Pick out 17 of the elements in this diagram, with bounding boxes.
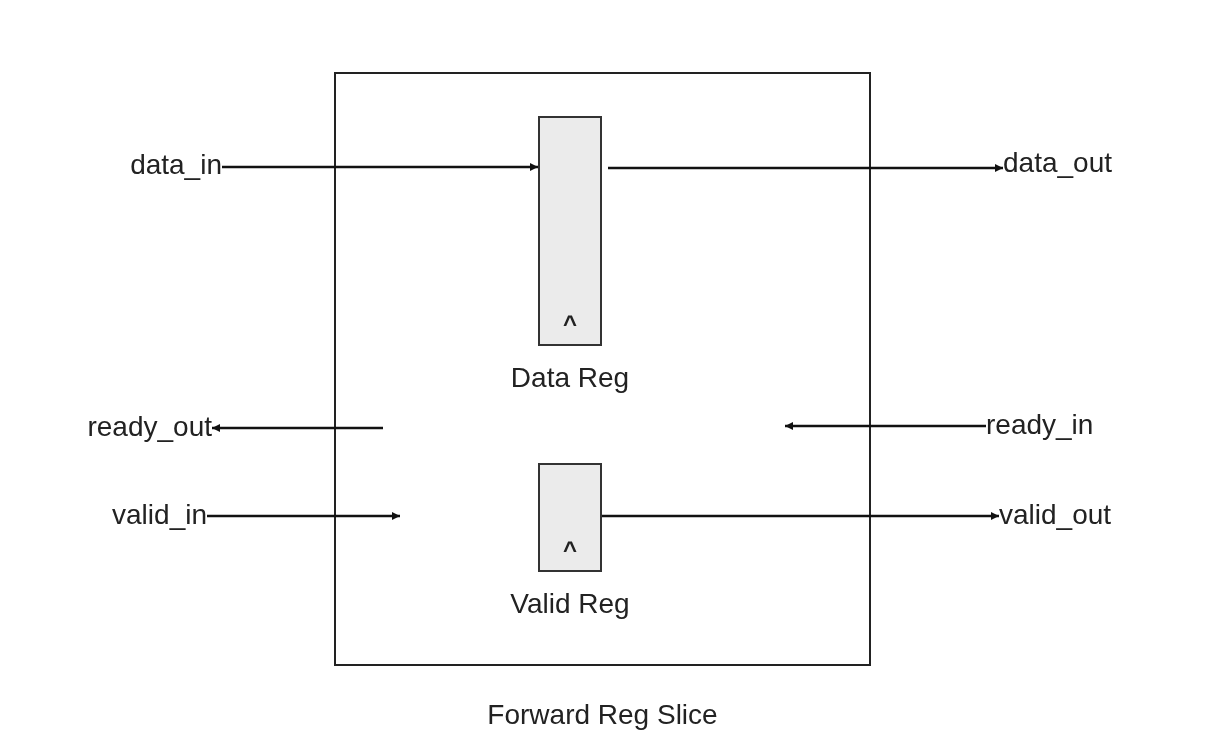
register-label: Data Reg — [509, 361, 631, 395]
signal-arrow — [207, 512, 400, 520]
signal-name: valid_out — [999, 501, 1112, 529]
block-caption: Forward Reg Slice — [486, 698, 719, 732]
signal-name: data_out — [1003, 149, 1112, 177]
clock-symbol: ^ — [563, 538, 577, 562]
signal-name: valid_in — [112, 501, 207, 529]
signal-name: ready_in — [986, 411, 1094, 439]
signal-arrow — [785, 422, 986, 430]
signal-name: ready_out — [87, 413, 212, 441]
signal-arrow — [602, 512, 999, 520]
signal-name: data_in — [130, 151, 222, 179]
signal-arrow — [212, 424, 383, 432]
register-label: Valid Reg — [509, 587, 631, 621]
signal-arrow — [608, 164, 1003, 172]
clock-symbol: ^ — [563, 312, 577, 336]
signal-arrow — [222, 163, 538, 171]
